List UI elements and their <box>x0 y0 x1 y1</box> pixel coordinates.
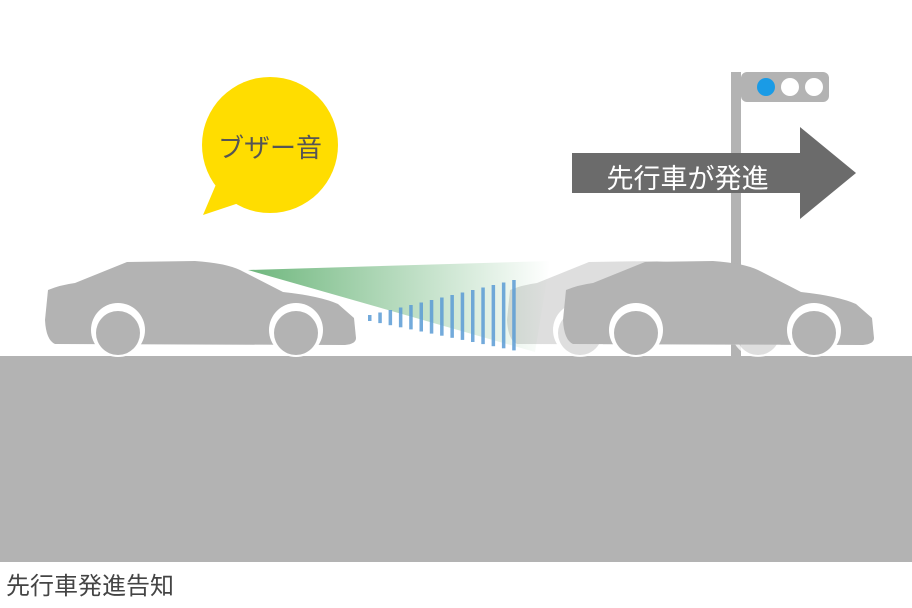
sensor-wave-bar <box>409 305 413 330</box>
speech-bubble <box>202 77 338 215</box>
sensor-wave-bar <box>501 282 506 349</box>
sensor-wave-bar <box>460 292 465 340</box>
traffic-light-pole <box>731 72 741 356</box>
off-light-icon <box>781 78 799 96</box>
ground <box>0 356 912 562</box>
sensor-wave-bar <box>471 290 475 342</box>
off-light-icon <box>805 78 823 96</box>
sensor-wave-bar <box>368 315 372 321</box>
sensor-wave-bar <box>419 302 423 332</box>
sensor-wave-bar <box>512 280 516 351</box>
sensor-wave-bar <box>491 285 496 347</box>
sensor-wave-bar <box>440 297 444 336</box>
sensor-wave-bar <box>429 300 434 334</box>
sensor-waves <box>368 280 516 351</box>
blue-light-icon <box>757 78 775 96</box>
sensor-wave-bar <box>378 312 382 324</box>
buzzer-label: ブザー音 <box>217 134 322 164</box>
sensor-wave-bar <box>398 307 403 328</box>
sensor-wave-bar <box>481 287 485 345</box>
arrow-label: 先行車が発進 <box>606 164 769 195</box>
caption: 先行車発進告知 <box>6 572 174 600</box>
sensor-wave-bar <box>450 295 454 338</box>
sensor-wave-bar <box>388 310 393 326</box>
start-arrow <box>572 127 856 219</box>
traffic-light <box>731 72 829 356</box>
